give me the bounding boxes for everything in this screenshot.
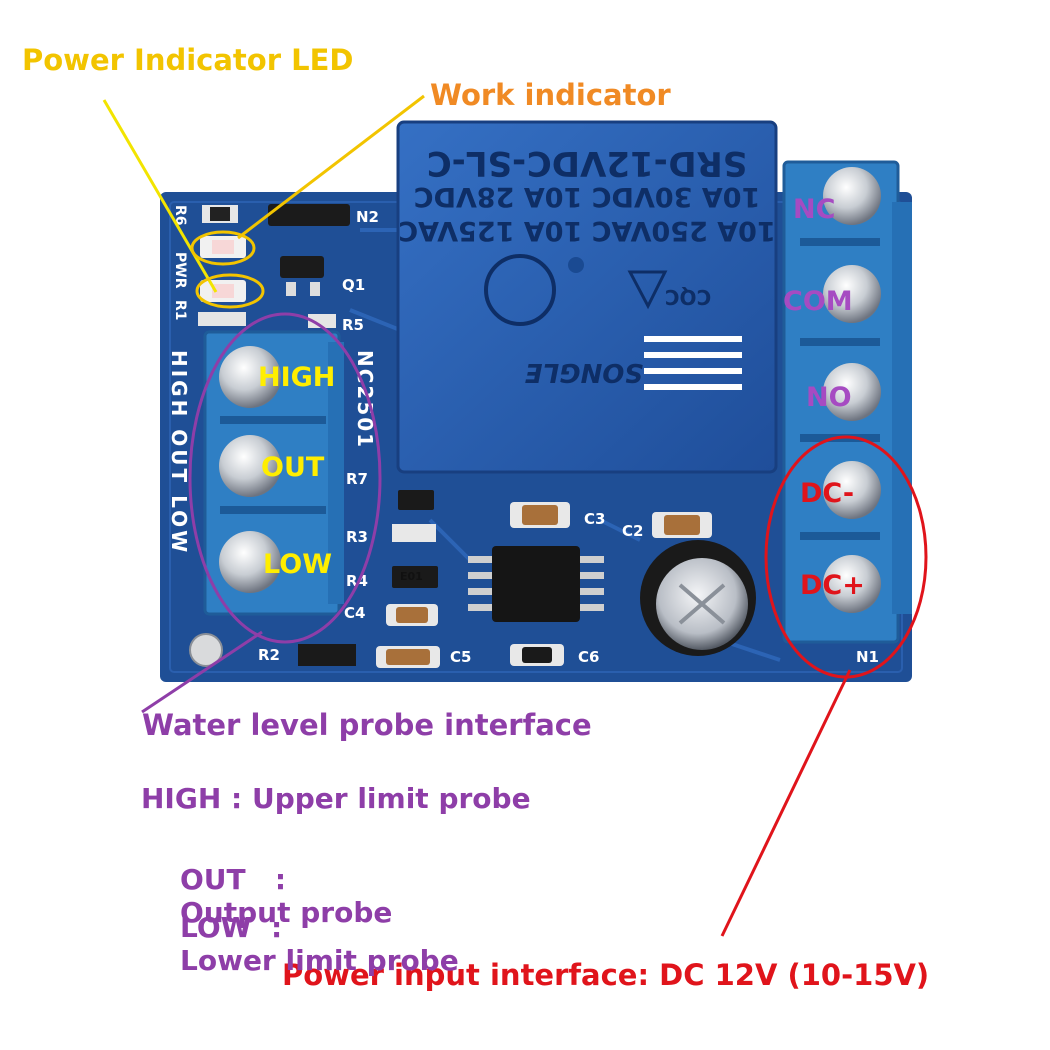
ul-logo-icon (484, 254, 556, 326)
relay-print: SRD-12VDC-SL-C 10A 30VDC 10A 28VDC 10A 2… (398, 143, 775, 387)
silk-c3: C3 (584, 510, 605, 528)
power-interface-leader (720, 669, 852, 937)
silk-n2: N2 (356, 208, 379, 226)
power-led-circle (195, 273, 265, 309)
songle-logo-icon (644, 336, 742, 390)
work-indicator-leader (237, 94, 425, 240)
work-led-circle (190, 230, 256, 266)
probe-interface-ellipse (188, 312, 382, 644)
silk-r5: R5 (342, 316, 364, 334)
probe-label-out: OUT (261, 452, 325, 483)
transistor-q1 (280, 256, 324, 278)
probe-screw-high (219, 346, 281, 408)
silkscreen-labels: N2 Q1 R5 R7 R3 R4 C4 R2 C3 C2 C5 C6 N1 E… (167, 205, 879, 666)
relay-label-nc: NC (793, 194, 836, 225)
screw-dc-minus (823, 461, 881, 519)
silk-c6: C6 (578, 648, 599, 666)
mounting-hole (189, 633, 223, 667)
probe-label-low: LOW (263, 549, 332, 580)
silk-r6: R6 (172, 205, 188, 226)
silk-r2: R2 (258, 646, 280, 664)
cert-triangle-icon (627, 270, 668, 310)
screw-nc (823, 167, 881, 225)
definition-out: OUT : Output probe (141, 830, 392, 962)
silk-r3: R3 (346, 528, 368, 546)
silk-q1: Q1 (342, 276, 365, 294)
relay-label-com: COM (783, 286, 853, 317)
power-interface-callout: Power input interface: DC 12V (10-15V) (282, 958, 930, 992)
definition-term: HIGH : (141, 782, 243, 815)
silk-c2: C2 (622, 522, 643, 540)
probe-interface-callout: Water level probe interface (142, 708, 592, 742)
probe-terminal-block (203, 330, 344, 616)
definition-term: LOW : (180, 911, 283, 944)
ic-chip (492, 546, 580, 622)
definition-high: HIGH : Upper limit probe (141, 782, 531, 815)
silk-res-code: E01 (400, 570, 423, 583)
power-label-dc-plus: DC+ (800, 570, 865, 601)
definition-desc: Output probe (180, 896, 393, 929)
power-led-leader (102, 99, 218, 293)
silk-chip-code: NC2501 (353, 350, 377, 449)
probe-label-high: HIGH (258, 362, 336, 393)
screw-dc-plus (823, 555, 881, 613)
definition-low: LOW : Lower limit probe (141, 878, 459, 1010)
work-indicator-callout: Work indicator (430, 78, 671, 112)
definition-term: OUT : (180, 863, 287, 896)
callout-shapes (102, 94, 928, 937)
silk-r1: R1 (172, 300, 188, 321)
output-terminal-block (782, 160, 912, 644)
transistor-n2 (268, 204, 350, 226)
silk-side-label: HIGH OUT LOW (167, 350, 191, 555)
screw-com (823, 265, 881, 323)
power-led-callout: Power Indicator LED (22, 43, 354, 77)
silk-c4: C4 (344, 604, 365, 622)
relay-label-no: NO (806, 382, 852, 413)
relay-model: SRD-12VDC-SL-C (427, 143, 748, 183)
relay-rating-2: 10A 250VAC 10A 125VAC (398, 215, 775, 246)
relay-brand: SONGLE (525, 357, 643, 387)
probe-screw-low (219, 531, 281, 593)
silk-c5: C5 (450, 648, 471, 666)
relay-cert: CQC (665, 285, 711, 309)
silk-r7: R7 (346, 470, 368, 488)
silk-n1: N1 (856, 648, 879, 666)
smd-components (198, 204, 756, 668)
silk-pwr: PWR (172, 252, 188, 289)
probe-screw-out (219, 435, 281, 497)
power-label-dc-minus: DC- (800, 478, 855, 509)
relay-rating-1: 10A 30VDC 10A 28VDC (414, 181, 761, 212)
definition-desc: Lower limit probe (180, 944, 459, 977)
screw-no (823, 363, 881, 421)
definition-desc: Upper limit probe (251, 782, 531, 815)
probe-interface-leader (141, 630, 263, 714)
